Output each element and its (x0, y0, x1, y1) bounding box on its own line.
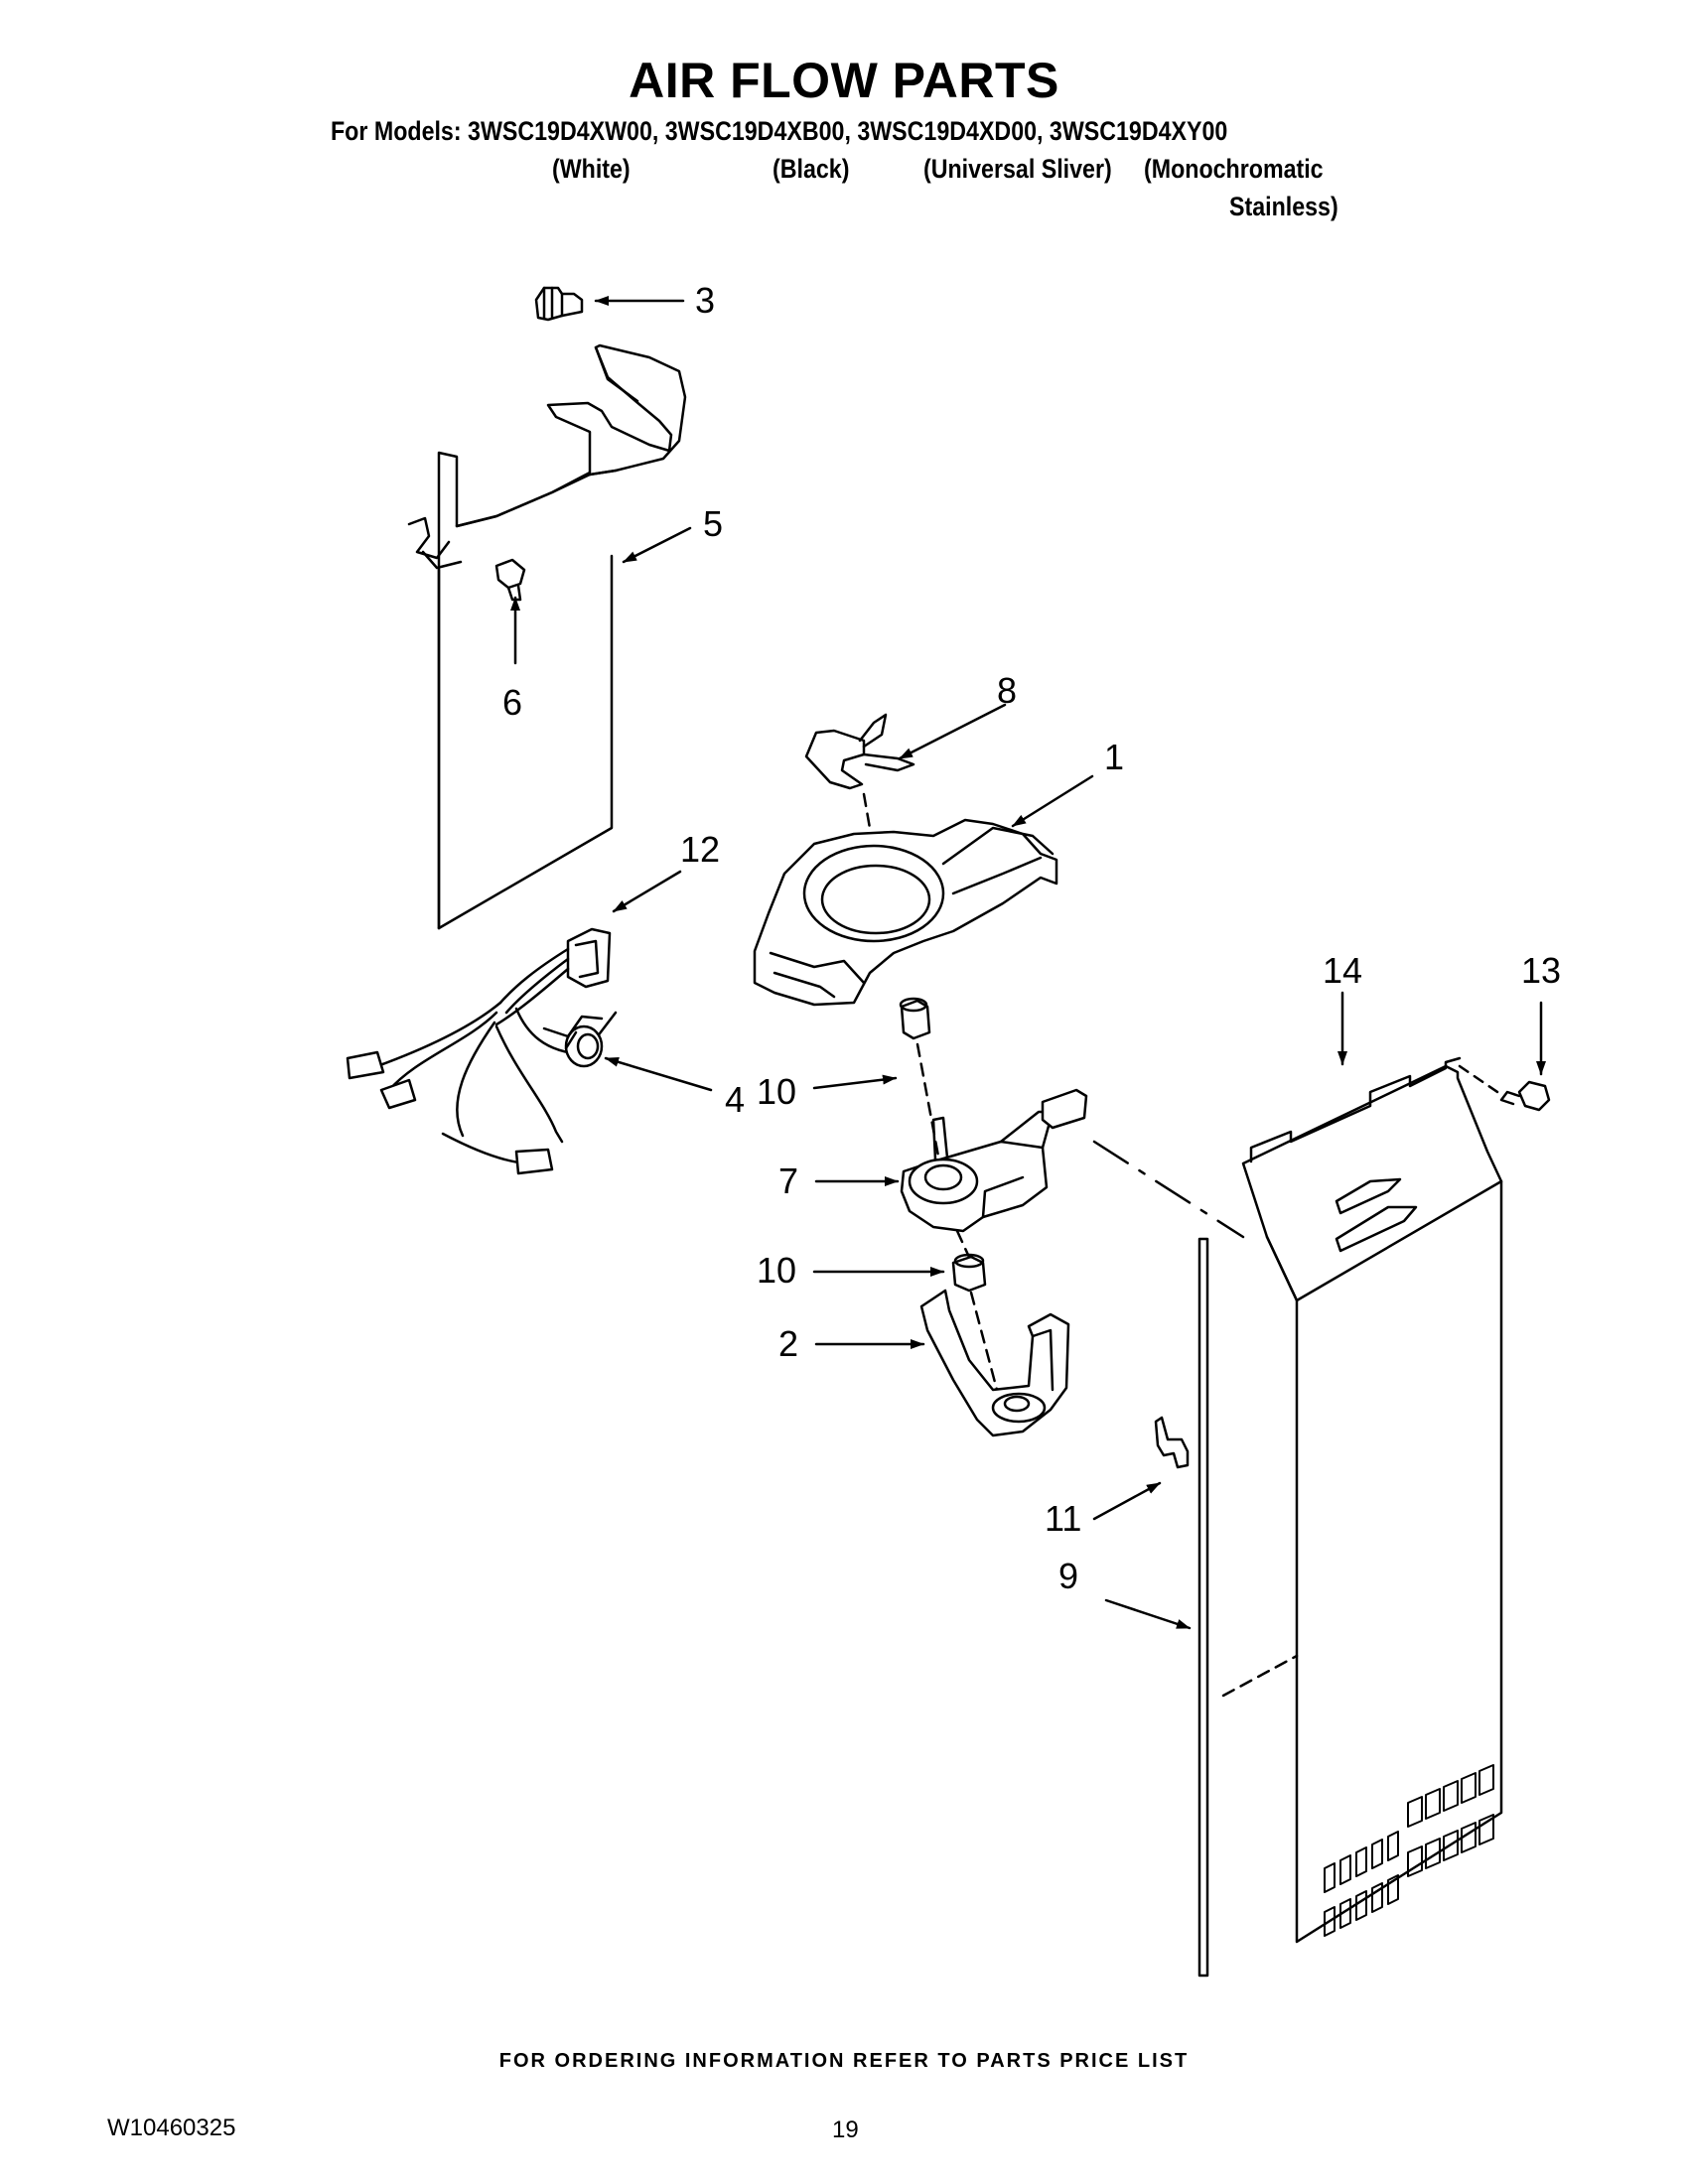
callout-6: 6 (502, 682, 523, 723)
callout-10-upper: 10 (757, 1071, 797, 1112)
part-tape-strip-9 (1197, 1237, 1209, 1978)
callout-5: 5 (703, 503, 724, 544)
part-grommet-4 (564, 1024, 604, 1068)
part-bushing-10a (899, 997, 931, 1040)
callout-11: 11 (1045, 1498, 1082, 1539)
part-motor-bracket-2 (919, 1289, 1070, 1437)
part-screw-13 (1499, 1080, 1551, 1112)
page-number: 19 (832, 2116, 859, 2143)
document-number: W10460325 (107, 2115, 236, 2141)
models-line: For Models: 3WSC19D4XW00, 3WSC19D4XB00, … (331, 116, 1228, 146)
callout-9: 9 (1058, 1556, 1079, 1596)
callout-12: 12 (680, 829, 721, 870)
callout-14: 14 (1323, 950, 1363, 991)
part-fan-motor-7 (900, 1088, 1088, 1233)
part-fan-blade-8 (804, 713, 915, 790)
callout-13: 13 (1521, 950, 1562, 991)
page-title: AIR FLOW PARTS (629, 53, 1059, 108)
part-evaporator-cover-14 (1241, 1056, 1503, 1944)
callout-arrows (510, 296, 1546, 1630)
part-bushing-10b (951, 1253, 987, 1293)
variant-stainless: Stainless) (1229, 192, 1338, 221)
callout-10-lower: 10 (757, 1250, 797, 1291)
callout-7: 7 (778, 1160, 799, 1201)
part-clip-3 (534, 286, 584, 322)
callout-8: 8 (997, 670, 1018, 711)
variant-monochromatic: (Monochromatic (1144, 154, 1324, 184)
part-fan-shroud-1 (753, 818, 1058, 1007)
part-wire-harness-12 (346, 927, 618, 1175)
callout-1: 1 (1104, 737, 1125, 777)
callout-4: 4 (725, 1079, 746, 1120)
part-clip-11 (1154, 1416, 1190, 1469)
variant-white: (White) (552, 154, 631, 184)
variant-black: (Black) (773, 154, 850, 184)
ordering-note: FOR ORDERING INFORMATION REFER TO PARTS … (498, 2050, 1190, 2072)
callout-3: 3 (695, 280, 716, 321)
variant-universal-sliver: (Universal Sliver) (923, 154, 1112, 184)
callout-2: 2 (778, 1323, 799, 1364)
part-air-duct-5 (407, 343, 687, 930)
